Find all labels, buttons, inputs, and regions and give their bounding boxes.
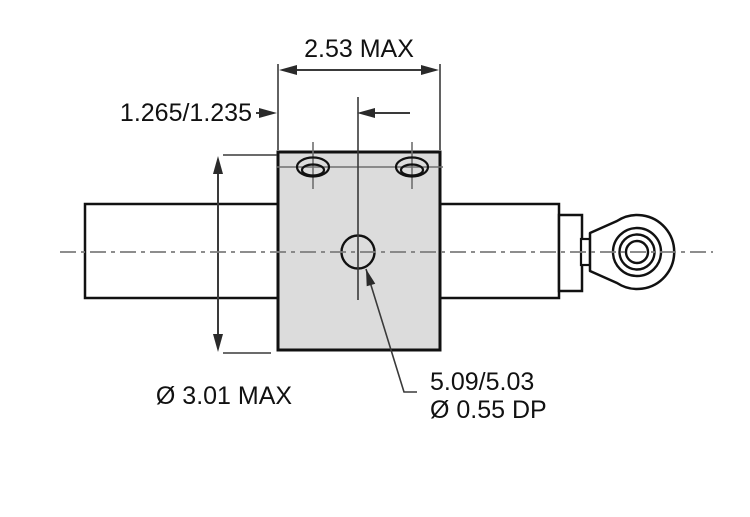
left-mounting-hole-inner (300, 163, 326, 177)
dimension-block-width: 2.53 MAX (277, 35, 441, 150)
left-barrel (83, 202, 280, 300)
dim-flange-diameter-label: Ø 3.01 MAX (156, 382, 292, 410)
center-hole-callout: 5.09/5.03 Ø 0.55 DP (365, 268, 547, 424)
arrowhead-up-icon (213, 156, 223, 174)
dimension-hole-offset: 1.265/1.235 (120, 99, 410, 127)
dimension-flange-diameter: Ø 3.01 MAX (156, 154, 292, 410)
mounting-block-group (276, 97, 443, 352)
arrowhead-right-icon (421, 65, 439, 75)
center-hole-spec-line1: 5.09/5.03 (430, 368, 534, 396)
center-hole-spec-line2: Ø 0.55 DP (430, 396, 547, 424)
dim-block-width-label: 2.53 MAX (304, 35, 414, 63)
right-mounting-hole-inner (399, 163, 425, 177)
arrowhead-leader-icon (366, 269, 376, 287)
arrowhead-left-icon (357, 108, 375, 118)
eye-bore (624, 239, 650, 265)
dim-hole-offset-label: 1.265/1.235 (120, 99, 252, 127)
right-barrel (438, 202, 561, 300)
leader-line (365, 268, 417, 393)
arrowhead-left-icon (279, 65, 297, 75)
arrowhead-right-icon (259, 108, 277, 118)
rod-gland-nut (557, 213, 584, 293)
arrowhead-down-icon (213, 334, 223, 352)
